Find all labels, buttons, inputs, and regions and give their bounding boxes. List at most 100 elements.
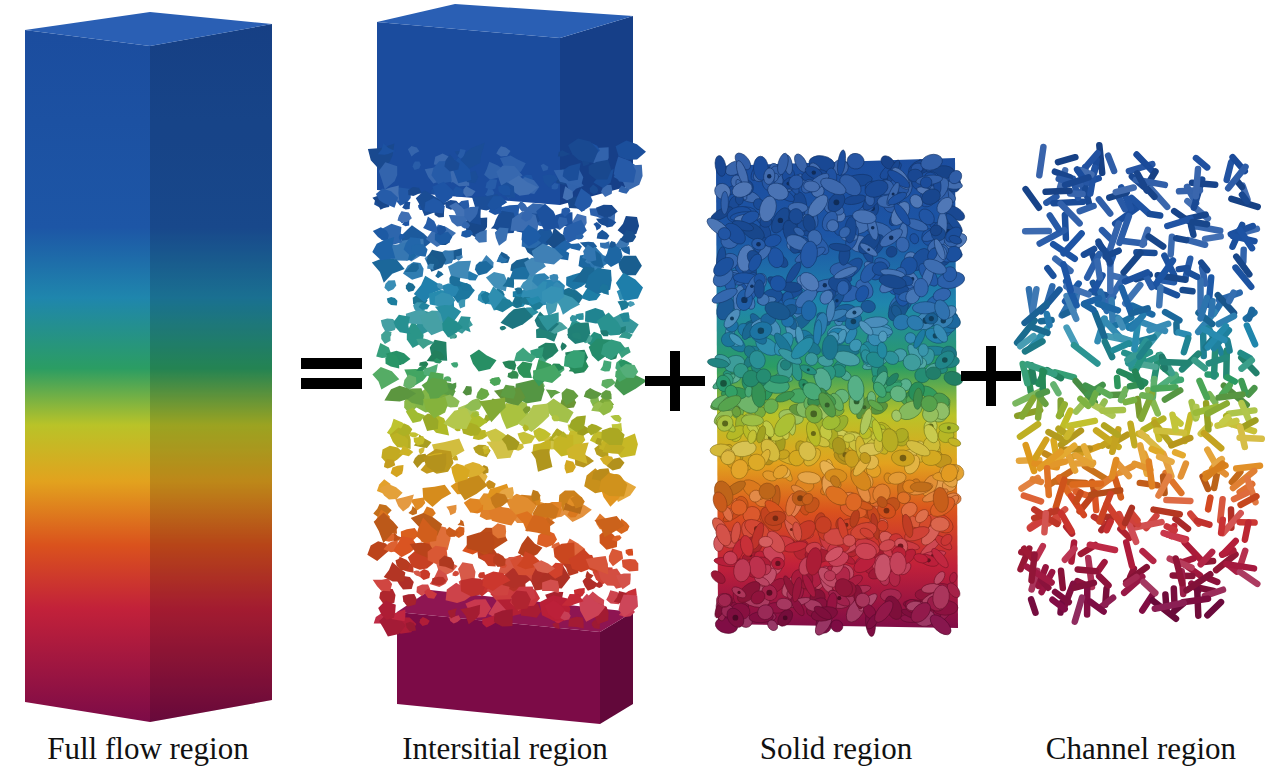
solid-particle — [939, 532, 954, 547]
channel-rod — [1201, 263, 1207, 270]
pore-blob — [460, 605, 480, 624]
solid-particle — [858, 407, 874, 435]
solid-particle — [746, 252, 764, 274]
solid-particle — [730, 585, 748, 600]
particle-hole — [730, 317, 734, 321]
pore-blob — [587, 424, 602, 436]
pore-blob — [394, 315, 411, 334]
channel-rod — [1050, 215, 1059, 229]
channel-rod — [1091, 602, 1104, 612]
solid-particle — [810, 605, 839, 624]
pore-blob — [459, 299, 466, 309]
channel-rod — [1128, 354, 1136, 360]
pore-blob — [503, 277, 515, 288]
solid-particle — [718, 448, 738, 467]
pore-blob — [464, 398, 483, 411]
solid-particle — [901, 513, 915, 538]
channel-rod — [1126, 542, 1132, 566]
pore-blob — [626, 549, 634, 556]
pore-blob — [487, 196, 507, 211]
pore-blob — [616, 273, 643, 301]
pore-blob — [514, 347, 536, 362]
solid-particle — [947, 436, 962, 448]
solid-particle — [932, 297, 953, 322]
particle-hole — [834, 199, 840, 205]
interstitial-blocks — [377, 4, 633, 724]
pore-blob — [567, 443, 589, 465]
channel-rod — [1175, 452, 1183, 455]
solid-particle — [791, 521, 803, 541]
pore-blob — [424, 589, 437, 599]
pore-blob — [464, 498, 483, 512]
solid-particle — [802, 402, 825, 426]
particle-hole — [851, 319, 857, 325]
pore-blob — [434, 358, 442, 364]
channel-rod — [1165, 312, 1179, 320]
solid-particle — [919, 186, 943, 207]
pore-blob — [590, 185, 598, 195]
pore-blob — [416, 339, 434, 349]
pore-blob — [612, 535, 622, 541]
solid-particle — [870, 418, 885, 442]
solid-particle — [803, 180, 820, 193]
channel-rod — [1164, 533, 1185, 540]
pore-blob — [614, 157, 636, 183]
solid-particle — [791, 577, 804, 603]
solid-particle — [804, 546, 823, 576]
pore-blob — [373, 579, 392, 592]
solid-particle — [887, 383, 909, 405]
channel-rod — [1053, 600, 1065, 609]
pore-blob — [442, 316, 463, 337]
channel-rod — [1099, 576, 1108, 585]
solid-particle — [875, 495, 890, 510]
solid-particle — [919, 152, 944, 173]
pore-blob — [496, 146, 510, 156]
pore-blob — [403, 594, 417, 607]
solid-particle — [799, 363, 818, 377]
solid-particle — [769, 375, 790, 384]
pore-blob — [396, 558, 411, 571]
pore-blob — [405, 263, 419, 272]
pore-blob — [473, 445, 491, 458]
solid-particle — [771, 463, 791, 482]
pore-blob — [402, 202, 410, 210]
channel-rod — [1183, 290, 1193, 291]
solid-particle — [918, 393, 940, 415]
solid-particle — [756, 480, 778, 502]
pore-blob — [398, 211, 412, 222]
solid-particle — [754, 366, 773, 385]
channel-rod — [1205, 236, 1221, 239]
solid-particle — [786, 172, 806, 192]
pore-blob — [378, 601, 396, 620]
pore-blob — [620, 230, 636, 243]
pore-blob — [542, 580, 559, 594]
solid-particle — [858, 450, 873, 465]
particle-hole — [889, 236, 894, 241]
pore-blob — [443, 408, 471, 429]
pore-blob — [456, 255, 463, 261]
pore-blob — [538, 312, 559, 330]
pore-blob — [439, 555, 454, 570]
pore-blob — [607, 458, 625, 471]
pore-blob — [463, 207, 479, 223]
pore-blob — [495, 227, 509, 245]
solid-particle — [763, 232, 783, 249]
pore-blob — [444, 155, 459, 172]
solid-particle — [886, 190, 908, 208]
solid-particle — [857, 319, 876, 338]
pore-blob — [596, 438, 602, 446]
channel-rod — [1154, 387, 1176, 388]
solid-particle — [745, 451, 768, 473]
channel-rod — [1241, 381, 1245, 393]
pore-blob — [565, 460, 576, 474]
pore-blob — [419, 617, 429, 626]
pore-blob — [532, 244, 563, 265]
particle-hole — [767, 174, 771, 178]
channel-rod — [1166, 497, 1190, 504]
solid-particle — [822, 335, 838, 360]
solid-particle — [774, 389, 795, 404]
pore-blob — [449, 202, 464, 216]
solid-particle — [854, 542, 878, 562]
solid-particle — [921, 422, 941, 445]
pore-blob — [508, 372, 518, 379]
